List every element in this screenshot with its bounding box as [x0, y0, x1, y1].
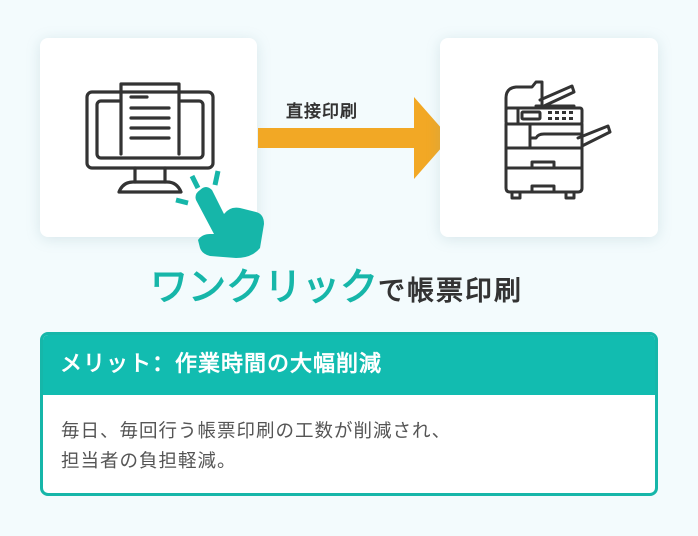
printer-icon [504, 80, 612, 200]
printer-card [440, 38, 658, 237]
pointing-hand-click-icon [175, 170, 264, 258]
merit-line: 担当者の負担軽減。 [61, 451, 237, 472]
headline: ワンクリックで帳票印刷 [150, 256, 550, 311]
headline-accent: ワンクリック [150, 265, 379, 309]
merit-description: 毎日、毎回行う帳票印刷の工数が削減され、 担当者の負担軽減。 [43, 395, 655, 477]
pc-card [40, 38, 257, 237]
merit-box: メリット：作業時間の大幅削減 毎日、毎回行う帳票印刷の工数が削減され、 担当者の… [40, 332, 658, 496]
merit-line: 毎日、毎回行う帳票印刷の工数が削減され、 [61, 421, 452, 442]
merit-title: メリット：作業時間の大幅削減 [43, 335, 655, 395]
arrow-label: 直接印刷 [286, 102, 358, 122]
headline-rest: で帳票印刷 [378, 276, 524, 307]
direct-print-arrow [258, 97, 450, 179]
computer-document-icon [85, 82, 215, 194]
